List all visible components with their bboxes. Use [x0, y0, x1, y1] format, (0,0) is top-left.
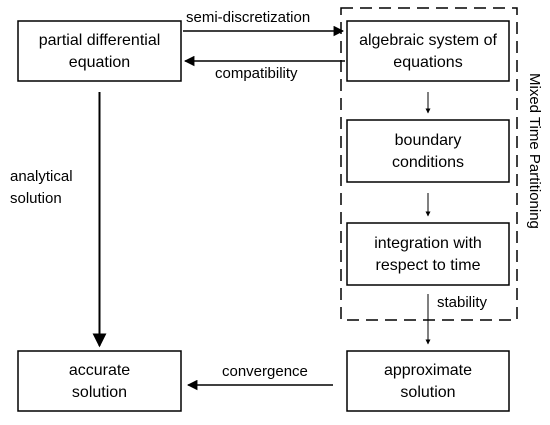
- edge-label-analytical: solution: [10, 190, 62, 207]
- node-label: respect to time: [376, 257, 481, 274]
- node-label: accurate: [69, 362, 130, 379]
- node-label: equation: [69, 54, 130, 71]
- node-label: solution: [400, 384, 455, 401]
- node-partial-differential-equation: partial differential equation: [17, 20, 182, 82]
- node-label: approximate: [384, 362, 472, 379]
- node-accurate-solution: accurate solution: [17, 350, 182, 412]
- edge-label-compatibility: compatibility: [215, 65, 298, 82]
- group-label: Mixed Time Partitioning: [526, 73, 543, 229]
- node-label: algebraic system of: [359, 32, 497, 49]
- mixed-time-partitioning-group: [340, 7, 518, 321]
- edge-label-stability: stability: [437, 294, 488, 311]
- node-label: boundary: [395, 132, 462, 149]
- node-algebraic-system: algebraic system of equations: [346, 20, 510, 82]
- node-label: integration with: [374, 235, 482, 252]
- node-label: equations: [393, 54, 462, 71]
- edge-label-semi-discretization: semi-discretization: [186, 9, 310, 26]
- node-label: conditions: [392, 154, 464, 171]
- node-boundary-conditions: boundary conditions: [346, 119, 510, 183]
- edge-label-analytical: analytical: [10, 168, 73, 185]
- node-label: solution: [72, 384, 127, 401]
- node-approximate-solution: approximate solution: [346, 350, 510, 412]
- edge-label-convergence: convergence: [222, 363, 308, 380]
- node-integration-time: integration with respect to time: [346, 222, 510, 286]
- node-label: partial differential: [39, 32, 161, 49]
